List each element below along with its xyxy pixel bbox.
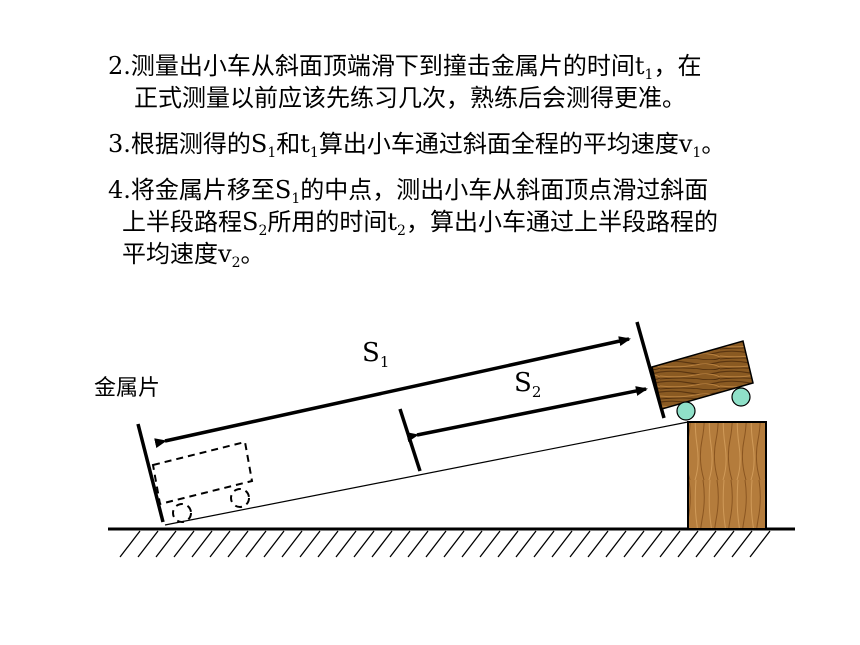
step-3: 3.根据测得的S1和t1算出小车通过斜面全程的平均速度v1。	[108, 130, 726, 161]
s2-label: S2	[514, 368, 542, 401]
incline-diagram	[108, 321, 795, 558]
metal-plate-bottom	[136, 423, 165, 523]
s1-label: S1	[362, 338, 390, 371]
s1-arrow	[154, 336, 631, 449]
ground-hatching	[119, 530, 771, 558]
step-2-line-1: 2.测量出小车从斜面顶端滑下到撞击金属片的时间t1，在	[108, 52, 702, 83]
incline-surface	[164, 421, 689, 526]
cart-wheel-rear	[731, 387, 751, 407]
s2-arrow	[406, 386, 648, 442]
cart-wheel-front	[676, 401, 696, 421]
cart-start-position	[651, 340, 754, 421]
metal-plate-midpoint	[398, 408, 422, 472]
step-4-line-1: 4.将金属片移至S1的中点，测出小车从斜面顶点滑过斜面	[108, 176, 709, 207]
step-4-line-3: 平均速度v2。	[122, 240, 265, 271]
cart-end-position	[151, 440, 254, 523]
start-line-top	[635, 321, 666, 419]
step-4-line-2: 上半段路程S2所用的时间t2，算出小车通过上半段路程的	[122, 208, 718, 239]
metal-plate-label: 金属片	[94, 376, 161, 401]
support-block	[687, 421, 767, 530]
step-2-line-2: 正式测量以前应该先练习几次，熟练后会测得更准。	[134, 84, 686, 112]
